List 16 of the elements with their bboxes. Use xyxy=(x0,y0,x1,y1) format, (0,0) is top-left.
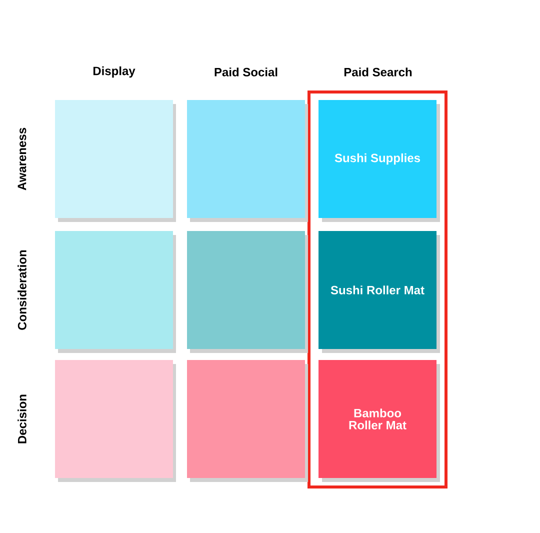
keyword-card: Sushi Roller Mat xyxy=(318,231,436,349)
empty-card xyxy=(55,100,173,218)
keyword-card: Sushi Supplies xyxy=(318,100,436,218)
highlight-frame xyxy=(308,90,448,488)
empty-card xyxy=(187,231,305,349)
empty-card xyxy=(55,360,173,478)
row-header: Decision xyxy=(18,394,26,444)
row-header: Consideration xyxy=(18,250,26,330)
keyword-card: Bamboo Roller Mat xyxy=(318,360,436,478)
empty-card xyxy=(55,231,173,349)
empty-card xyxy=(187,100,305,218)
empty-card xyxy=(187,360,305,478)
column-header: Display xyxy=(93,66,136,78)
row-header: Awareness xyxy=(18,128,26,190)
column-header: Paid Search xyxy=(344,68,412,76)
column-header: Paid Social xyxy=(214,68,278,76)
